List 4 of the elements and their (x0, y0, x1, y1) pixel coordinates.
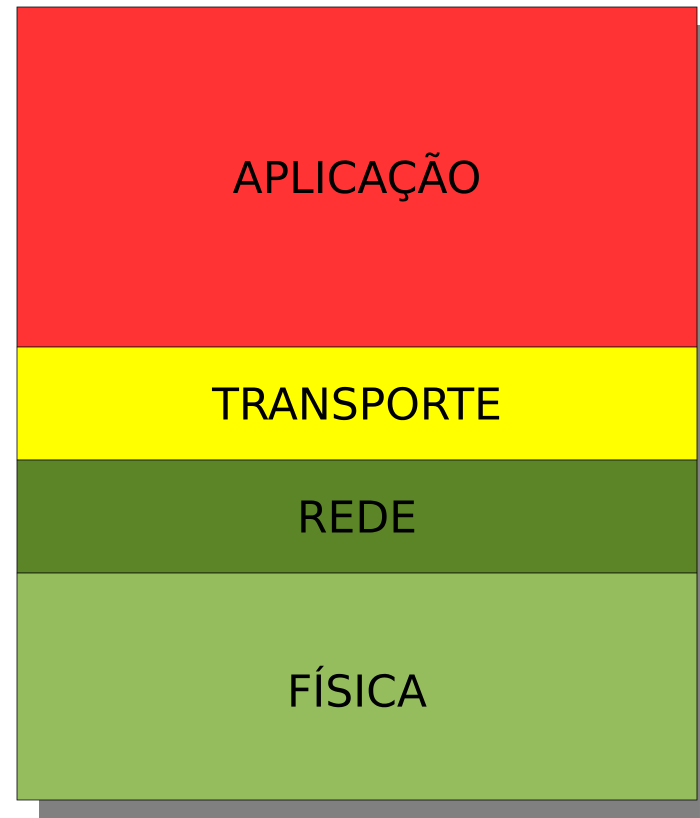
layer-box: FÍSICA (16, 572, 698, 800)
layer-box: APLICAÇÃO (16, 6, 698, 348)
layer-box: REDE (16, 460, 698, 574)
layer-box: TRANSPORTE (16, 346, 698, 460)
